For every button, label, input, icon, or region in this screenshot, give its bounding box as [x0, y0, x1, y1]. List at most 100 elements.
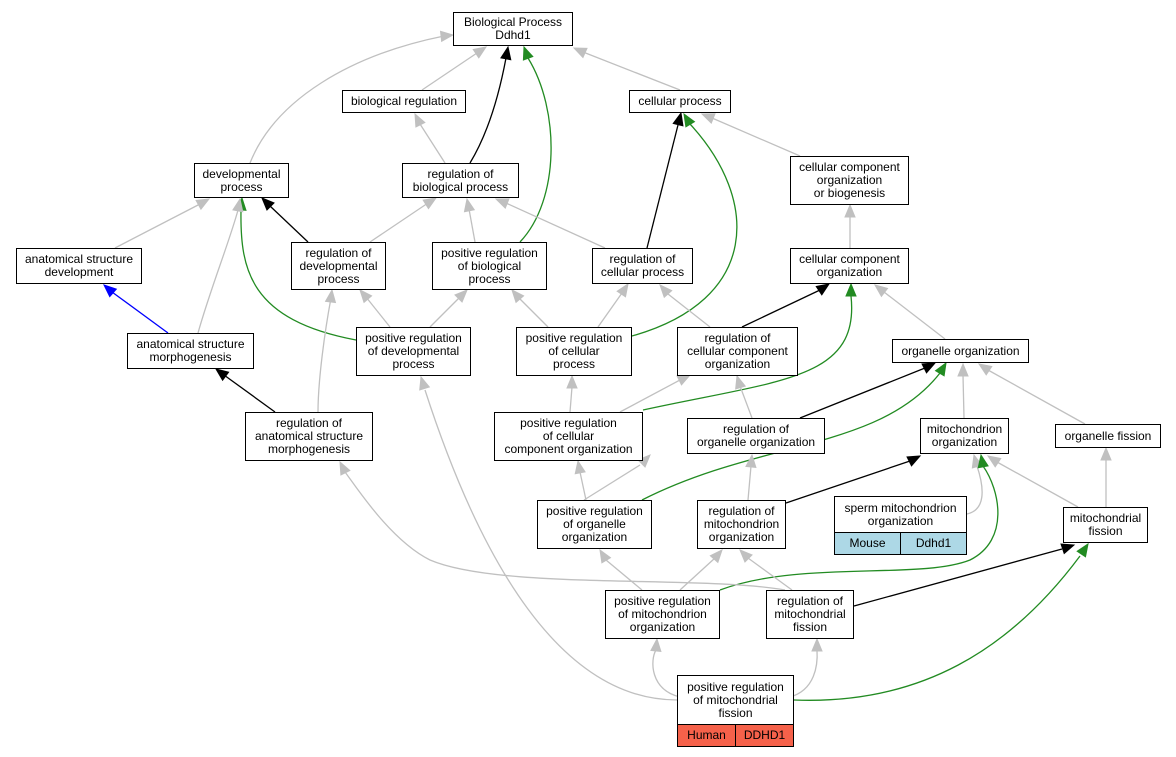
sperm-node-annotation-row: Mouse Ddhd1	[835, 532, 966, 554]
edge-regcco-to-ccorg-regulates-arrowhead	[815, 283, 831, 296]
edge-asd-to-devproc-arrowhead	[195, 198, 211, 211]
node-developmental-process[interactable]: developmental process	[194, 163, 289, 198]
edge-regmitofission-to-regmito-arrowhead	[739, 549, 753, 563]
node-mitochondrion-organization[interactable]: mitochondrion organization	[920, 418, 1009, 454]
edge-posmito-to-posorg-arrowhead	[599, 548, 612, 564]
node-anatomical-structure-development[interactable]: anatomical structure development	[16, 248, 142, 284]
edge-poscco-to-regcco-arrowhead	[676, 374, 692, 386]
focus-node-species: Human	[687, 728, 726, 742]
node-regulation-of-organelle-organization[interactable]: regulation of organelle organization	[687, 418, 825, 454]
node-sperm-mitochondrion-organization[interactable]: sperm mitochondrion organization Mouse D…	[834, 496, 967, 555]
node-regulation-of-cellular-component-organization[interactable]: regulation of cellular component organiz…	[677, 327, 798, 376]
node-positive-regulation-of-cellular-process[interactable]: positive regulation of cellular process	[516, 327, 632, 376]
edge-focus-to-regmitofission	[789, 637, 823, 698]
edge-regdev-to-regbio-arrowhead	[422, 197, 438, 210]
node-mitochondrial-fission[interactable]: mitochondrial fission	[1063, 507, 1148, 543]
edge-focus-to-posdev	[419, 375, 678, 701]
node-organelle-organization[interactable]: organelle organization	[892, 339, 1029, 363]
edge-posdev-to-regdev	[359, 289, 391, 328]
node-regulation-of-mitochondrial-fission[interactable]: regulation of mitochondrial fission	[766, 590, 854, 639]
edge-fission-to-orgorg	[977, 363, 1086, 425]
node-regulation-of-biological-process[interactable]: regulation of biological process	[402, 163, 519, 198]
edge-focus-to-regmitofission-arrowhead	[811, 637, 823, 652]
edge-poscco-to-ccorg-positive	[642, 282, 857, 411]
edge-regorg-to-orgorg-regulates-arrowhead	[921, 362, 937, 374]
edge-mitofission-to-fission	[1100, 446, 1112, 507]
focus-node-gene: DDHD1	[735, 725, 793, 746]
edge-posmito-to-regmito-arrowhead	[709, 549, 723, 564]
edge-poscell-to-regcell	[597, 282, 629, 328]
node-positive-regulation-of-developmental-process[interactable]: positive regulation of developmental pro…	[356, 327, 471, 376]
edge-regcco-to-regcell	[659, 284, 711, 328]
edge-focus-to-posdev-arrowhead	[419, 375, 431, 391]
edge-posdev-to-regdev-arrowhead	[359, 289, 373, 304]
edge-posorg-to-regorg	[583, 454, 651, 501]
edge-poscco-to-poscell	[566, 374, 578, 413]
edge-mitofission-to-mito	[986, 455, 1079, 508]
edge-bioreg-to-root-arrowhead	[472, 46, 488, 59]
edge-asm-to-devproc	[197, 197, 244, 334]
edge-posdev-to-posbio	[429, 289, 468, 328]
edge-regmitofission-to-regmito	[739, 549, 793, 591]
edge-posmito-to-mito-positive	[719, 453, 999, 591]
edge-regbio-to-root-regulates-arrowhead	[500, 45, 512, 61]
edge-regcell-to-cellproc-regulates-arrowhead	[672, 111, 684, 127]
sperm-node-label: sperm mitochondrion organization	[835, 497, 966, 532]
edge-regbio-to-root-regulates	[469, 45, 512, 164]
edge-poscell-to-cellproc-positive-arrowhead	[683, 112, 696, 128]
node-cellular-component-organization[interactable]: cellular component organization	[790, 248, 909, 284]
edge-devproc-to-root-arrowhead	[439, 30, 455, 43]
edge-posbio-to-regbio-arrowhead	[463, 197, 476, 213]
node-regulation-of-anatomical-structure-morphogenesis[interactable]: regulation of anatomical structure morph…	[245, 412, 373, 461]
node-regulation-of-cellular-process[interactable]: regulation of cellular process	[592, 248, 693, 284]
edge-regmitofission-to-regasm-arrowhead	[339, 460, 351, 476]
node-positive-regulation-of-biological-process[interactable]: positive regulation of biological proces…	[432, 242, 547, 290]
node-regulation-of-developmental-process[interactable]: regulation of developmental process	[291, 242, 386, 290]
edge-mitofission-to-fission-arrowhead	[1100, 446, 1112, 461]
edge-regmitofission-to-mitofission-regulates	[853, 543, 1076, 607]
edge-regbio-to-bioreg	[414, 112, 446, 164]
edge-posbio-to-regbio	[463, 197, 476, 243]
edge-devproc-to-root	[249, 30, 455, 164]
edge-mitofission-to-mito-arrowhead	[986, 455, 1002, 468]
edge-regcell-to-regbio-arrowhead	[494, 198, 510, 209]
sperm-node-gene: Ddhd1	[900, 533, 966, 554]
edge-poscell-to-posbio-arrowhead	[511, 289, 525, 304]
edge-posmito-to-posorg	[599, 548, 643, 591]
node-cellular-component-organization-or-biogenesis[interactable]: cellular component organization or bioge…	[790, 156, 909, 205]
node-anatomical-structure-morphogenesis[interactable]: anatomical structure morphogenesis	[127, 333, 254, 369]
node-root-biological-process[interactable]: Biological Process Ddhd1	[453, 12, 573, 46]
edge-posorg-to-poscco-arrowhead	[574, 459, 586, 475]
node-positive-regulation-of-mitochondrion-organization[interactable]: positive regulation of mitochondrion org…	[605, 590, 720, 639]
edge-regcco-to-ccorg-regulates	[741, 283, 831, 328]
edge-mito-to-orgorg-arrowhead	[957, 362, 969, 377]
node-positive-regulation-of-organelle-organization[interactable]: positive regulation of organelle organiz…	[537, 500, 652, 549]
edge-bioreg-to-root	[421, 46, 488, 91]
edge-regmitofission-to-mitofission-regulates-arrowhead	[1060, 543, 1076, 555]
edge-cellproc-to-root	[572, 47, 681, 91]
edge-poscco-to-ccorg-positive-arrowhead	[845, 282, 857, 297]
node-regulation-of-mitochondrion-organization[interactable]: regulation of mitochondrion organization	[697, 500, 786, 549]
edge-poscell-to-posbio	[511, 289, 549, 328]
edge-regmitofission-to-regasm	[339, 460, 786, 591]
edge-poscell-to-regcell-arrowhead	[616, 282, 629, 298]
edge-asm-to-asd-partof-arrowhead	[103, 284, 118, 298]
edge-poscco-to-regcco	[619, 374, 692, 413]
edge-posbio-to-root-positive-arrowhead	[522, 45, 534, 61]
node-cellular-process[interactable]: cellular process	[629, 90, 731, 113]
node-positive-regulation-of-mitochondrial-fission[interactable]: positive regulation of mitochondrial fis…	[677, 675, 794, 747]
edge-cellproc-to-root-arrowhead	[572, 47, 588, 59]
edge-regdev-to-devproc-regulates-arrowhead	[261, 197, 275, 211]
node-organelle-fission[interactable]: organelle fission	[1055, 424, 1161, 448]
edge-asd-to-devproc	[114, 198, 211, 249]
edge-regmito-to-mito-regulates	[785, 455, 922, 504]
edge-mito-to-orgorg	[957, 362, 969, 419]
edge-posorg-to-poscco	[574, 459, 587, 501]
node-biological-regulation[interactable]: biological regulation	[342, 90, 466, 113]
node-positive-regulation-of-cellular-component-organization[interactable]: positive regulation of cellular componen…	[494, 412, 643, 461]
edge-regdev-to-devproc-regulates	[261, 197, 309, 243]
edge-ccob-to-cellproc-arrowhead	[700, 113, 716, 124]
edge-regorg-to-orgorg-regulates	[799, 362, 937, 419]
edge-regcell-to-cellproc-regulates	[646, 111, 684, 249]
